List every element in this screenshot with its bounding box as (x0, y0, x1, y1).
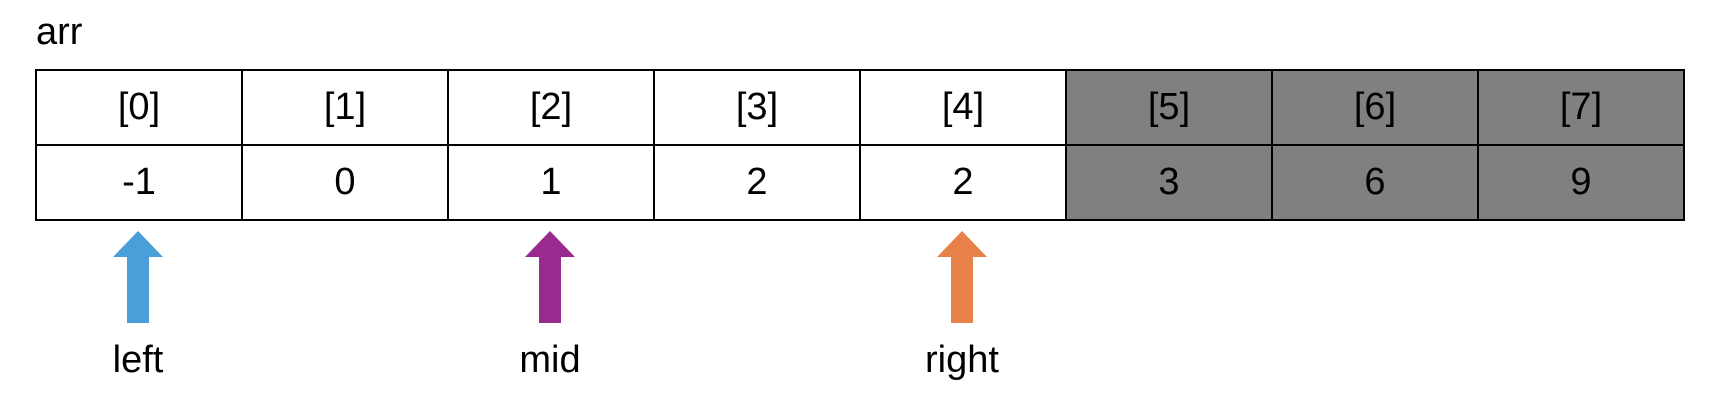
pointer-mid: mid (490, 231, 610, 381)
value-cell: 9 (1477, 144, 1685, 221)
up-arrow-icon (937, 231, 987, 323)
value-cell: 3 (1065, 144, 1273, 221)
index-cell: [1] (241, 69, 449, 146)
pointer-left: left (78, 231, 198, 381)
array-table: [0] [1] [2] [3] [4] [5] [6] [7] -1 0 1 2… (35, 69, 1685, 221)
arrow-shape (937, 231, 987, 323)
index-cell: [2] (447, 69, 655, 146)
index-cell: [4] (859, 69, 1067, 146)
index-cell: [0] (35, 69, 243, 146)
pointer-label: left (112, 339, 164, 381)
value-cell: 2 (859, 144, 1067, 221)
value-cell: 6 (1271, 144, 1479, 221)
value-cell: 1 (447, 144, 655, 221)
pointer-label: right (925, 339, 999, 381)
up-arrow-icon (525, 231, 575, 323)
index-cell: [3] (653, 69, 861, 146)
index-row: [0] [1] [2] [3] [4] [5] [6] [7] (35, 69, 1685, 146)
pointer-label: mid (519, 339, 581, 381)
value-cell: -1 (35, 144, 243, 221)
value-row: -1 0 1 2 2 3 6 9 (35, 144, 1685, 221)
index-cell: [7] (1477, 69, 1685, 146)
arrow-shape (525, 231, 575, 323)
value-cell: 2 (653, 144, 861, 221)
index-cell: [6] (1271, 69, 1479, 146)
index-cell: [5] (1065, 69, 1273, 146)
array-name: arr (36, 11, 83, 53)
up-arrow-icon (113, 231, 163, 323)
value-cell: 0 (241, 144, 449, 221)
pointer-right: right (902, 231, 1022, 381)
arrow-shape (113, 231, 163, 323)
